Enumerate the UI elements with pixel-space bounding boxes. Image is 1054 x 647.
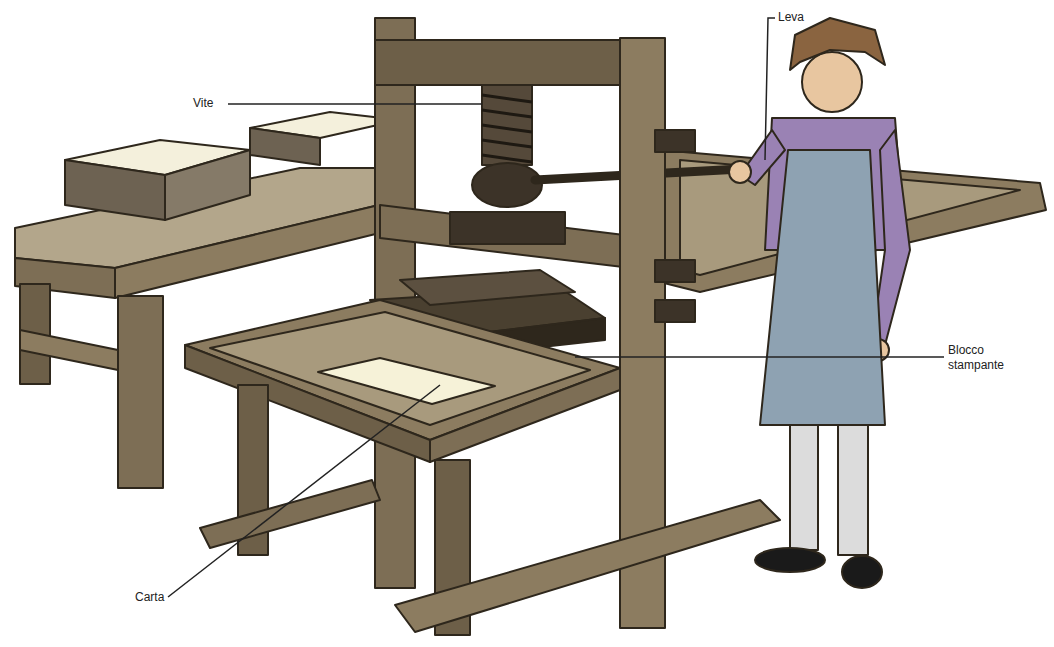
screw-thread [482, 140, 532, 147]
person-cap [790, 18, 885, 70]
screw-thread [482, 110, 532, 117]
press-screw [482, 85, 532, 165]
part-label: Leva [778, 10, 838, 25]
screw-thread [482, 95, 532, 162]
screw-hub [472, 163, 542, 207]
post-wedge [655, 260, 695, 282]
leader-line [168, 385, 440, 597]
printing-block [400, 270, 575, 305]
screw-thread [482, 95, 532, 102]
screw-thread [482, 125, 532, 132]
press-platen [450, 212, 565, 244]
table-leg [118, 296, 163, 488]
person-hand [729, 161, 751, 183]
paper-sheet [318, 358, 495, 404]
person-apron [760, 150, 885, 425]
table-stretcher [20, 330, 118, 370]
person-head [802, 52, 862, 112]
press-foot [395, 500, 780, 632]
person-leg [790, 420, 818, 550]
leader-line [228, 103, 482, 105]
part-label: Carta [135, 590, 195, 605]
leader-line [575, 356, 944, 358]
screw-thread [482, 155, 532, 162]
paper-stack [250, 128, 320, 165]
part-label: Vite [193, 96, 253, 111]
person-leg [838, 420, 868, 555]
paper-stack [65, 160, 165, 220]
person-shoe [755, 548, 825, 572]
paper-stack [165, 150, 250, 220]
part-label: Blocco stampante [948, 343, 1026, 373]
post-wedge [655, 130, 695, 152]
leader-line [765, 18, 775, 160]
press-foot [200, 480, 380, 548]
person-shoe [842, 556, 882, 588]
post-wedge [655, 300, 695, 322]
